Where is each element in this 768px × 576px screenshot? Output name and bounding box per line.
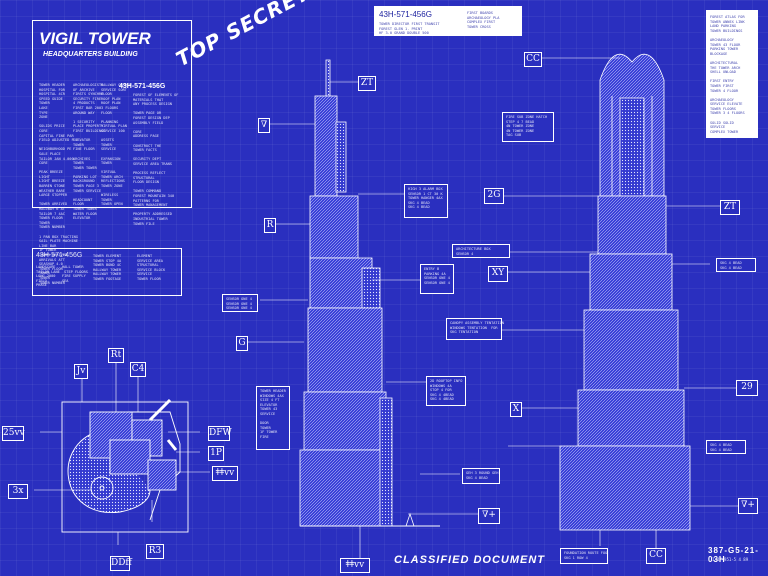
plan-spec-code: 43H-571-456G	[36, 252, 83, 259]
plan-spec-text-3: ELEMENT SERVICE AREA STRUCTURAL SERVICE …	[137, 254, 166, 281]
floor-plan	[61, 398, 189, 533]
title-block: VIGIL TOWER HEADQUARTERS BUILDING 43H-57…	[32, 20, 192, 285]
note-right-top-text: FIRE SUB ZONE HATCH STEP 4 7 BEAD 4N TOW…	[506, 115, 548, 138]
note-base-text: GEH 3 ROUND GEH SKG 4 BEAD	[466, 471, 499, 480]
plan-spec-text-2: TOWER ELEMENT TOWER STOP 4A TOWER BOND 4…	[93, 254, 122, 281]
drawing-number-sub: 1-47-951-5 4 89	[712, 557, 749, 562]
note-right-mid2: CANOPY ASSEMBLY TENTATION WINDOWS TENTAT…	[446, 318, 505, 340]
callout-right-29: 29	[736, 380, 758, 396]
note-right-lower: SKG 4 BEAD SKG 4 BEAD	[706, 440, 746, 454]
building-subtitle: HEADQUARTERS BUILDING	[43, 51, 138, 58]
callout-left-zt: ZT	[358, 76, 376, 91]
note-left-g: SENSOR ONE 4 SENSOR ONE 4 SENSOR ONE 4	[222, 294, 258, 312]
building-title: VIGIL TOWER	[39, 29, 151, 48]
left-tower-elevation	[299, 59, 440, 527]
legend-box: TOWER HEADER WINDOWS 4AX SIZE 4 FT ELEVA…	[256, 386, 290, 450]
title-spec-text-3: HALLWAY GARDEN SERVICE SORT FLOOR ROOF P…	[101, 83, 132, 207]
callout-plan-ddff: DDff	[110, 556, 132, 571]
callout-center-nabla-plus: ∇+	[478, 508, 500, 524]
callout-left-g: G	[236, 336, 248, 351]
callout-plan-3x: 3x	[8, 484, 28, 499]
callout-right-x: X	[510, 402, 522, 417]
callout-plan-dfw: DFW	[208, 426, 232, 441]
top-info-text-2: FIRST BOARDS ARCHAEOLOGY PLA COMPLEX FIR…	[467, 11, 500, 29]
top-info-text: TOWER DIRECTOR FIRST TRANSIT FOREST GLEN…	[379, 22, 440, 36]
callout-right-2g: 2G	[484, 188, 504, 204]
note-right-top: FIRE SUB ZONE HATCH STEP 4 7 BEAD 4N TOW…	[502, 112, 554, 142]
note-bottom-right: FOUNDATION ROUTE FOO SKG 1 ROW 4	[560, 548, 608, 564]
note-right-lower-text: SKG 4 BEAD SKG 4 BEAD	[710, 443, 732, 452]
callout-left-r: R	[264, 218, 276, 233]
note-right-mid: ARCHITECTURE BOX SENSOR 4	[452, 244, 510, 258]
note-right-side-text: SKG 4 BEAD SKG 4 BEAD	[720, 261, 742, 270]
title-spec-text-4: FOREST OF ELEMENTS OF MATERIALS THAT ANY…	[133, 93, 179, 226]
callout-right-zt: ZT	[720, 200, 740, 215]
callout-right-nabla-plus: ∇+	[738, 498, 758, 514]
plan-spec-block: 43H-571-456G LANDSCAPE HALL TOWER TAILOR…	[32, 248, 182, 296]
classified-document-label: CLASSIFIED DOCUMENT	[394, 554, 545, 566]
callout-left-nabla: ∇	[258, 118, 270, 133]
callout-right-cc-bottom: CC	[646, 548, 666, 564]
callout-plan-r3: R3	[146, 544, 164, 559]
callout-plan-c4: C4	[130, 362, 146, 377]
title-spec-text: TOWER HEADER HOSPITAL FOR HOSPITAL 4CR S…	[39, 83, 81, 285]
note-mid: ENTRY B PARKING 4A SENSOR ONE 4 SENSOR O…	[420, 264, 454, 294]
callout-plan-jv: Jv	[74, 364, 88, 379]
title-spec-text-2: ARCHAEOLOGISTS OF ARCHIVE FIRSTS SYNCHRO…	[73, 83, 106, 221]
note-bottom-right-text: FOUNDATION ROUTE FOO SKG 1 ROW 4	[564, 551, 608, 560]
note-spire-text: HIGH 3 ALARM BOX SENSOR 1 CT 30 K TOWER …	[408, 187, 443, 210]
top-info-box: 43H-571-456G TOWER DIRECTOR FIRST TRANSI…	[374, 6, 522, 36]
drawing-number: 387-G5-21-03H	[708, 546, 759, 564]
callout-plan-rt: Rt	[108, 348, 124, 363]
note-lower-text: 2D ROOFTOP INFO WINDOWS 4A STOP 4 FOR SK…	[430, 379, 463, 402]
callout-left-base: ǂǂvv	[340, 558, 370, 573]
title-code: 43H-571-456G	[119, 83, 166, 90]
note-spire: HIGH 3 ALARM BOX SENSOR 1 CT 30 K TOWER …	[404, 184, 448, 218]
right-info-box: FOREST ATLAS FOR TOWER ANNEX LINK LAND P…	[706, 10, 758, 138]
callout-plan-25vv: 25vv	[2, 426, 25, 441]
callout-right-cc-top: CC	[524, 52, 542, 67]
top-info-code: 43H-571-456G	[379, 10, 432, 19]
note-left-g-text: SENSOR ONE 4 SENSOR ONE 4 SENSOR ONE 4	[226, 297, 252, 311]
right-info-text: FOREST ATLAS FOR TOWER ANNEX LINK LAND P…	[710, 15, 745, 134]
plan-spec-text: LANDSCAPE HALL TOWER TAILOR LANE STEP FL…	[36, 265, 88, 288]
note-right-side: SKG 4 BEAD SKG 4 BEAD	[716, 258, 756, 272]
callout-plan-base: ǂǂvv	[212, 466, 238, 481]
note-right-mid-text: ARCHITECTURE BOX SENSOR 4	[456, 247, 491, 256]
note-mid-text: ENTRY B PARKING 4A SENSOR ONE 4 SENSOR O…	[424, 267, 450, 285]
right-tower-elevation	[559, 53, 691, 531]
callout-plan-1p: 1P	[208, 446, 224, 461]
legend-text: TOWER HEADER WINDOWS 4AX SIZE 4 FT ELEVA…	[260, 389, 286, 439]
callout-right-xy: XY	[488, 266, 508, 282]
note-lower: 2D ROOFTOP INFO WINDOWS 4A STOP 4 FOR SK…	[426, 376, 466, 406]
note-base: GEH 3 ROUND GEH SKG 4 BEAD	[462, 468, 500, 484]
note-right-mid2-text: CANOPY ASSEMBLY TENTATION WINDOWS TENTAT…	[450, 321, 505, 335]
